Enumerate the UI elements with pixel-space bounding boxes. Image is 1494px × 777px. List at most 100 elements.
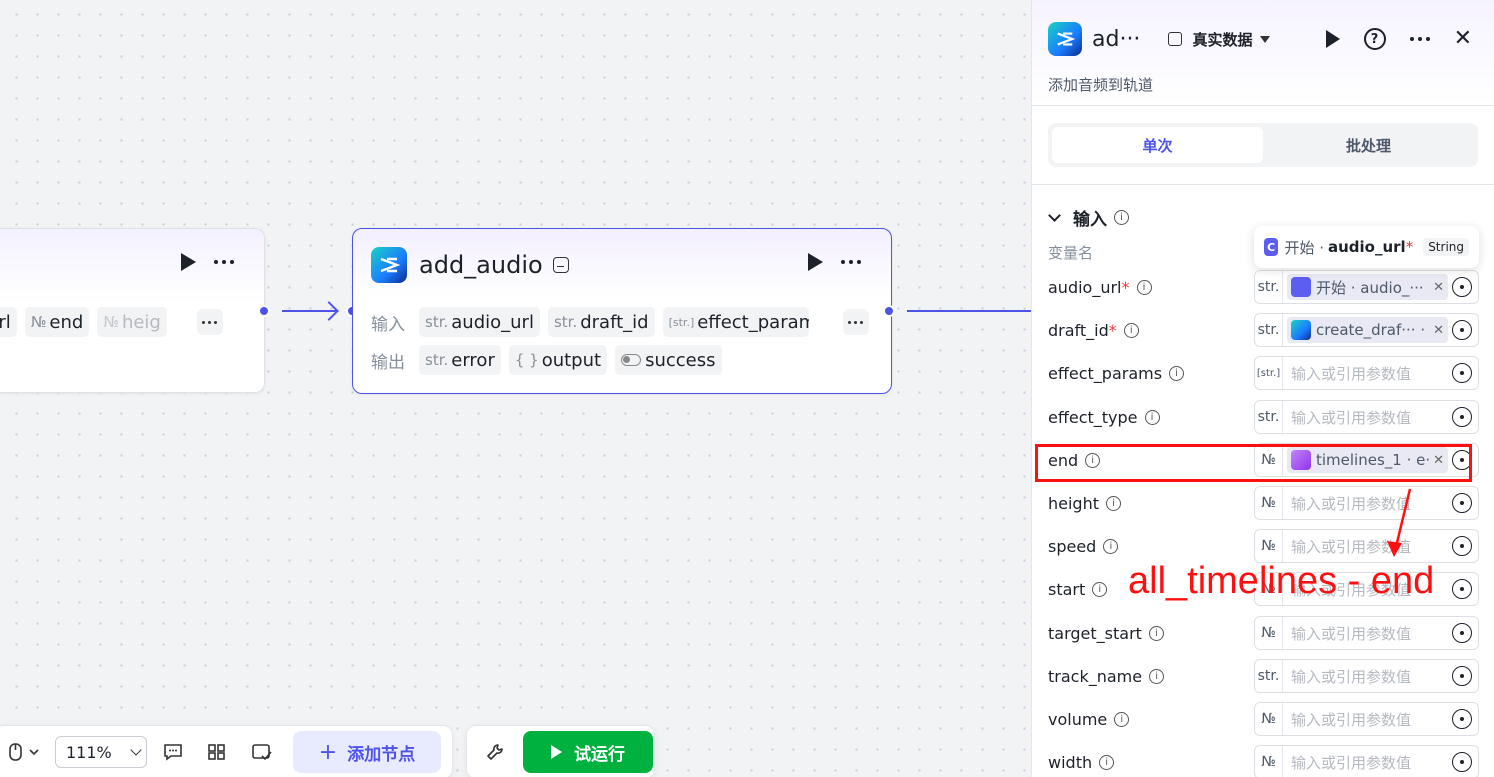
panel-title: ad··· [1092,26,1141,52]
add-audio-node[interactable]: add_audio 输入 str.audio_url str.draft_id … [352,228,892,394]
info-icon[interactable]: i [1085,452,1101,468]
help-icon[interactable]: ? [1363,28,1386,50]
capcut-icon [371,247,407,283]
variable-reference-icon[interactable] [1452,752,1472,772]
chevron-down-icon [130,744,142,756]
panel-description: 添加音频到轨道 [1048,76,1154,94]
info-icon[interactable]: i [1149,668,1165,684]
more-icon[interactable] [841,260,861,264]
info-icon[interactable]: i [1106,495,1121,511]
input-chip: [str.]effect_param [662,307,809,337]
play-icon[interactable] [181,253,196,271]
tab-single[interactable]: 单次 [1052,127,1263,163]
test-run-button[interactable]: 试运行 [523,731,653,773]
comment-icon[interactable] [163,743,183,761]
param-value-field[interactable]: [str.]输入或引用参数值 [1254,356,1479,390]
mouse-mode-icon[interactable] [5,741,45,763]
layout-icon[interactable] [207,743,227,761]
start-node-icon [1291,277,1311,297]
variable-reference-icon[interactable] [1452,407,1472,427]
info-icon[interactable]: i [1148,625,1164,641]
zoom-select[interactable]: 111% [55,736,147,768]
param-value-field[interactable]: str.create_draf··· ·✕ [1254,313,1479,347]
variable-reference-icon[interactable] [1452,277,1472,297]
variable-reference-icon[interactable] [1452,579,1472,599]
more-inputs-button[interactable] [196,309,223,335]
info-icon[interactable]: i [1099,754,1115,770]
tab-batch[interactable]: 批处理 [1345,136,1391,155]
wrench-icon[interactable] [485,742,505,762]
info-icon[interactable]: i [1136,279,1152,295]
more-icon[interactable] [214,260,234,264]
variable-reference-icon[interactable] [1452,623,1472,643]
reference-tooltip: C 开始 · audio_url * String [1254,226,1479,268]
data-mode-select[interactable]: 真实数据 [1168,29,1271,50]
param-value-field[interactable]: № 输入或引用参数值 [1254,486,1479,520]
type-badge: № [1255,487,1283,519]
param-value-field[interactable]: str.输入或引用参数值 [1254,400,1479,434]
param-value-field[interactable]: str.开始 · audio_···✕ [1254,270,1479,304]
info-icon[interactable]: i [1123,322,1139,338]
type-badge: str. [1255,660,1283,692]
variable-reference-icon[interactable] [1452,493,1472,513]
remove-reference-icon[interactable]: ✕ [1433,322,1444,338]
info-icon[interactable]: i [1114,210,1129,225]
info-icon[interactable]: i [1169,365,1185,381]
more-inputs-button[interactable] [842,309,869,335]
input-section-header[interactable]: 输入 i [1048,205,1494,230]
variable-reference-icon[interactable] [1452,363,1472,383]
divider [1032,184,1494,185]
param-placeholder: 输入或引用参数值 [1291,710,1412,729]
upstream-node-actions [181,253,234,271]
reference-tag[interactable]: timelines_1 · e·✕ [1287,447,1448,473]
canvas-toolbar: 111% + 添加节点 [0,725,453,777]
variable-reference-icon[interactable] [1452,536,1472,556]
input-chip: str.draft_id [547,307,655,337]
remove-reference-icon[interactable]: ✕ [1433,279,1444,295]
param-placeholder: 输入或引用参数值 [1291,494,1412,513]
variable-reference-icon[interactable] [1452,666,1472,686]
minimap-icon[interactable] [251,743,273,761]
output-chip: { }output [508,345,608,375]
capcut-icon [1291,320,1311,340]
cube-icon [1291,450,1311,470]
panel-header: ad··· 真实数据 ? ✕ 添加音频到轨道 [1032,0,1494,106]
add-node-button[interactable]: + 添加节点 [293,731,441,773]
node-config-panel: ad··· 真实数据 ? ✕ 添加音频到轨道 单次 批处理 输入 i 变量名 a… [1031,0,1494,777]
param-value-field[interactable]: str.输入或引用参数值 [1254,659,1479,693]
play-icon[interactable] [1325,30,1340,48]
remove-reference-icon[interactable]: ✕ [1433,452,1444,468]
info-icon[interactable]: i [1092,581,1108,597]
info-icon[interactable]: i [1144,409,1160,425]
play-icon[interactable] [808,253,823,271]
info-icon[interactable]: i [1103,538,1119,554]
output-port[interactable] [883,305,895,317]
toggle-icon [621,354,642,366]
close-icon[interactable]: ✕ [1453,26,1472,51]
info-icon[interactable]: i [1114,711,1130,727]
variable-reference-icon[interactable] [1452,320,1472,340]
type-badge: № [1255,530,1283,562]
reference-tag[interactable]: 开始 · audio_···✕ [1287,274,1448,300]
database-icon [1168,32,1183,46]
more-icon[interactable] [1409,37,1430,41]
variable-reference-icon[interactable] [1452,709,1472,729]
plus-icon: + [318,739,338,765]
reference-tag[interactable]: create_draf··· ·✕ [1287,317,1448,343]
output-port[interactable] [258,305,270,317]
